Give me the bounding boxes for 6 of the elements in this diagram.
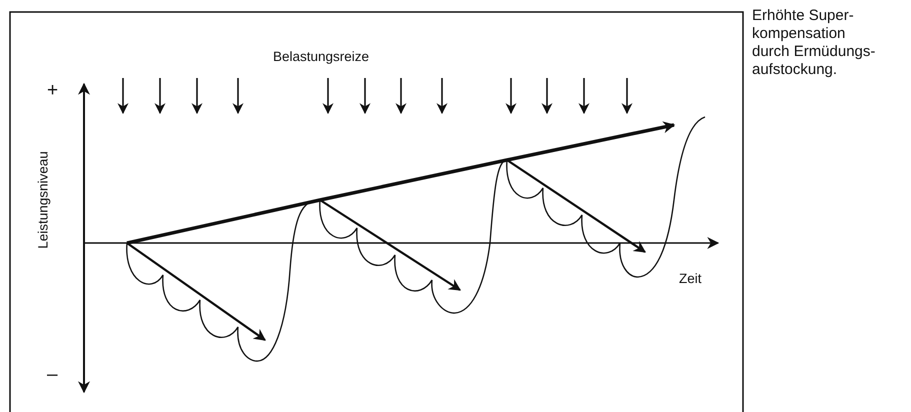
note-text: Erhöhte Super- kompensation durch Ermüdungs- aufstockung. <box>752 7 876 79</box>
axis-label: Leistungsniveau <box>36 151 52 249</box>
axis-label: Zeit <box>679 272 702 287</box>
axis-label: Belastungsreize <box>273 50 370 65</box>
axis-sign: – <box>47 365 58 386</box>
axis-sign: + <box>47 81 58 102</box>
